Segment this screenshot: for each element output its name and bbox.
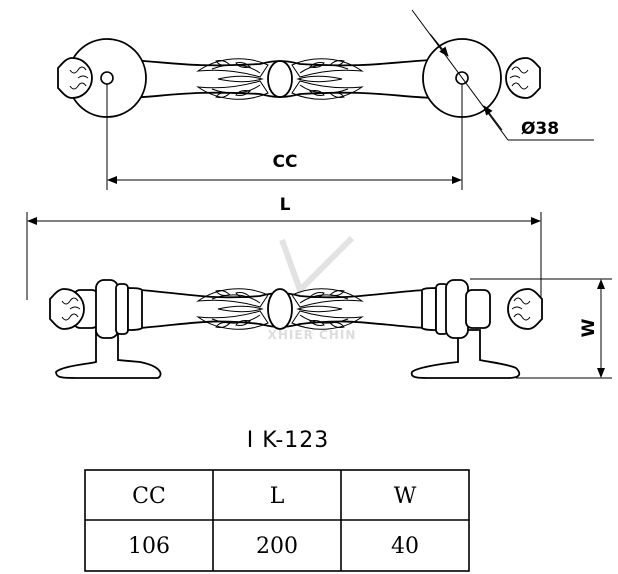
- side-view: [49, 279, 543, 379]
- right-foot: [410, 329, 521, 379]
- header-cc: CC: [132, 484, 166, 509]
- left-collar: [95, 279, 119, 339]
- value-l: 200: [256, 534, 298, 559]
- left-foot: [55, 329, 162, 379]
- spec-table: CC L W 106 200 40: [84, 469, 470, 572]
- w-label: W: [579, 318, 599, 337]
- w-dimension: W: [470, 278, 612, 379]
- l-label: L: [280, 195, 291, 215]
- top-view: [57, 38, 541, 118]
- side-center-boss: [267, 288, 293, 330]
- cc-label: CC: [273, 152, 298, 172]
- model-code: I K-123: [247, 428, 330, 453]
- watermark: XHIER CHIN: [268, 235, 357, 342]
- value-w: 40: [391, 534, 419, 559]
- watermark-text: XHIER CHIN: [268, 328, 357, 342]
- header-l: L: [270, 484, 285, 509]
- right-collar: [445, 279, 469, 339]
- diameter-label: Ø38: [521, 119, 559, 139]
- diameter-callout: Ø38: [411, 9, 594, 141]
- center-boss: [267, 60, 293, 98]
- value-cc: 106: [128, 534, 170, 559]
- cc-dimension: CC: [106, 84, 463, 190]
- l-dimension: L: [26, 195, 542, 300]
- header-w: W: [394, 484, 417, 509]
